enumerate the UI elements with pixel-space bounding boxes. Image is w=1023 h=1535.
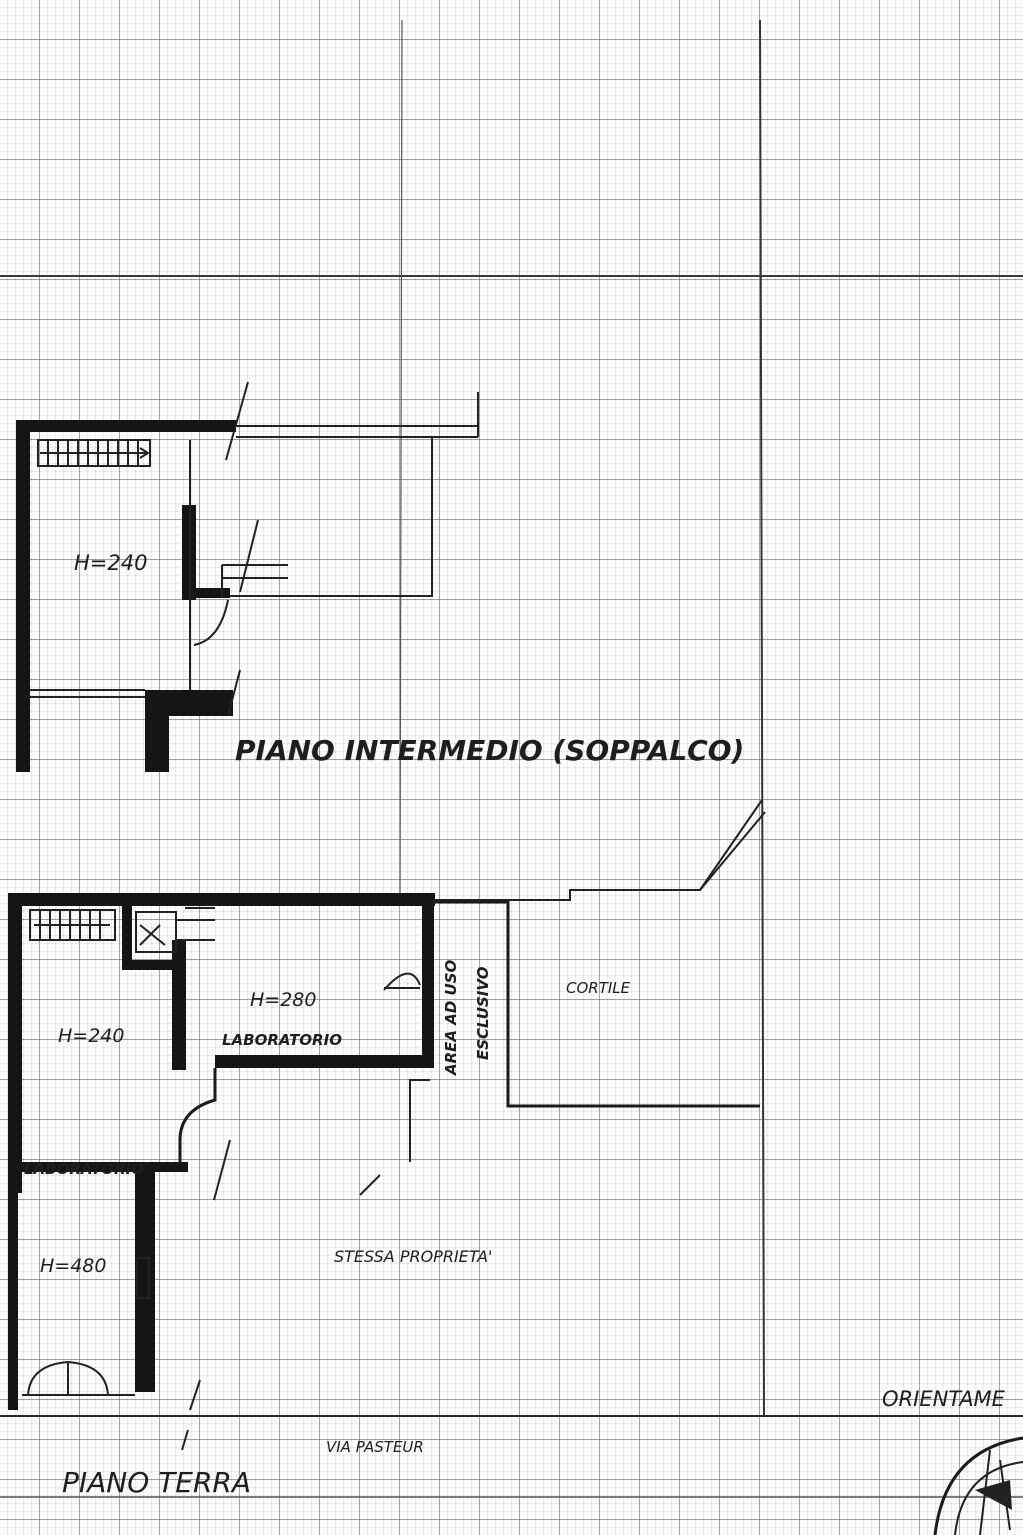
ground-floor-title: PIANO TERRA (62, 1466, 251, 1499)
upper-floor-title: PIANO INTERMEDIO (SOPPALCO) (235, 734, 744, 767)
courtyard-label: CORTILE (566, 979, 631, 997)
lab-height-label: H=280 (250, 989, 316, 1011)
exclusive-area-line2: ESCLUSIVO (474, 966, 492, 1060)
orientation-compass-icon (933, 1436, 1023, 1535)
orientation-label: ORIENTAME (882, 1387, 1006, 1411)
lower-height-label: H=480 (40, 1255, 106, 1277)
other-property-label: STESSA PROPRIETA' (334, 1247, 492, 1266)
entrance-door (22, 1361, 135, 1396)
exclusive-area-line1: AREA AD USO (442, 959, 460, 1076)
left-room-label: LABORATORIO (24, 1160, 144, 1178)
reference-lines (0, 19, 1023, 1498)
upper-floor-plan (16, 381, 479, 772)
upper-stair (37, 439, 151, 467)
upper-height-label: H=240 (74, 551, 147, 575)
lab-room-label: LABORATORIO (222, 1031, 342, 1049)
ground-stair (29, 909, 116, 941)
wc-closet (135, 907, 215, 953)
ground-floor-plan (8, 799, 766, 1451)
street-label: VIA PASTEUR (326, 1438, 424, 1456)
left-height-label: H=240 (58, 1025, 124, 1047)
